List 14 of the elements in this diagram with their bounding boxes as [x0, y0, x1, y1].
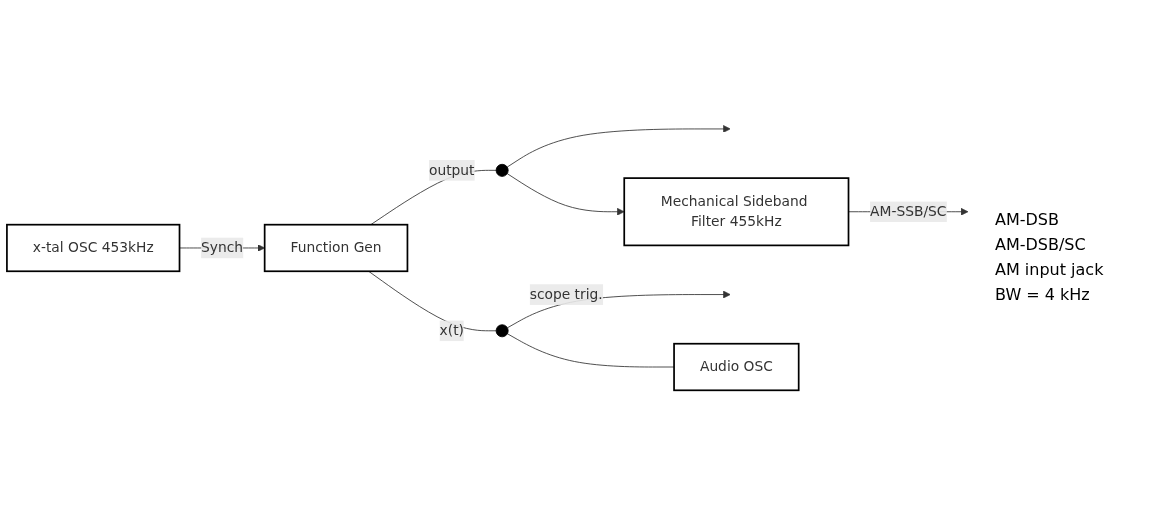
edge-label: AM-SSB/SC: [870, 203, 947, 220]
signal-label: AM input jack: [995, 260, 1105, 279]
edge-label: scope trig.: [529, 286, 603, 303]
node-box: x-tal OSC 453kHz: [6, 224, 181, 273]
edge-label: output: [429, 162, 475, 179]
signal-label: BW = 4 kHz: [995, 285, 1091, 304]
signal-label: AM-DSB/SC: [995, 235, 1087, 254]
node-box: Audio OSC: [673, 343, 800, 392]
connector: [506, 333, 675, 368]
node-box: Function Gen: [263, 224, 409, 273]
node-box: Mechanical Sideband Filter 455kHz: [623, 177, 850, 247]
edge-label: Synch: [201, 239, 244, 257]
edge-label: x(t): [439, 322, 464, 339]
signal-label: AM-DSB: [995, 210, 1060, 229]
